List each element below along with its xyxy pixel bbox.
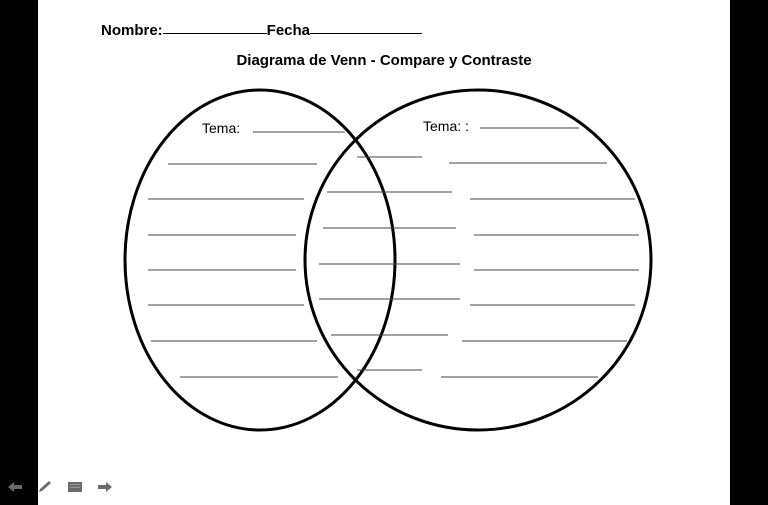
- pen-icon[interactable]: [36, 480, 54, 494]
- menu-icon[interactable]: [66, 480, 84, 494]
- right-circle: [303, 88, 653, 432]
- header-row: Nombre: Fecha: [101, 22, 423, 39]
- name-blank[interactable]: [162, 32, 267, 34]
- date-blank[interactable]: [310, 32, 423, 34]
- venn-diagram: [123, 88, 653, 432]
- slide-canvas: Nombre: Fecha Diagrama de Venn - Compare …: [38, 0, 730, 505]
- left-topic-label: Tema:: [200, 120, 243, 136]
- right-topic-label: Tema: :: [421, 118, 471, 134]
- name-label: Nombre:: [101, 22, 163, 39]
- left-circle: [123, 88, 397, 432]
- next-icon[interactable]: [96, 480, 114, 494]
- date-label: Fecha: [266, 22, 311, 39]
- diagram-title: Diagrama de Venn - Compare y Contraste: [236, 52, 532, 69]
- writing-lines: [148, 127, 639, 378]
- slideshow-nav: [6, 480, 114, 494]
- previous-icon[interactable]: [6, 480, 24, 494]
